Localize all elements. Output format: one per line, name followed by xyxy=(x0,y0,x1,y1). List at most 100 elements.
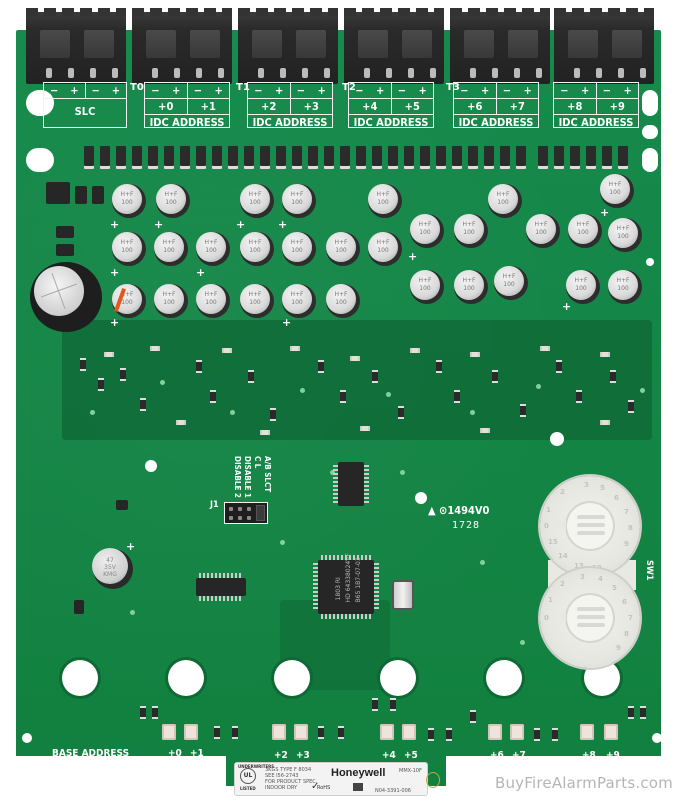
mounting-hole xyxy=(652,733,662,743)
cert-mark: ▲ ⊙1494V0 xyxy=(428,504,490,517)
idc-label-box-t0: −+ −+ +0+1 IDC ADDRESS xyxy=(144,82,230,129)
transistor xyxy=(116,500,128,510)
rotary-switch-tens[interactable]: 3 5 6 7 8 9 1 0 2 15 14 13 12 xyxy=(540,476,640,576)
jumper-label-disable-2: DISABLE 2 xyxy=(233,456,242,498)
light-pipe-hole xyxy=(62,660,98,696)
led-label-7: +7 xyxy=(512,750,526,761)
slc-label-box: −+ −+ SLC xyxy=(43,82,127,128)
soic-chip xyxy=(333,462,369,506)
terminal-block-t1[interactable] xyxy=(238,8,338,84)
ground-plane-zone xyxy=(62,320,652,440)
polarity-mark: + xyxy=(562,300,572,313)
polarity-mark: + xyxy=(110,218,120,231)
diode-smd xyxy=(56,226,74,238)
terminal-block-slc[interactable] xyxy=(26,8,126,84)
mounting-slot xyxy=(642,148,658,172)
polarity-mark: + xyxy=(126,540,136,553)
led-label-6: +6 xyxy=(490,750,504,761)
rotary-switch-ones[interactable]: 0 1 2 3 4 5 6 7 8 9 xyxy=(540,568,640,668)
crystal-oscillator xyxy=(392,580,414,610)
mounting-hole xyxy=(646,258,654,266)
led-label-0: +0 xyxy=(168,748,182,759)
mounting-hole xyxy=(22,733,32,743)
polarity-mark: + xyxy=(282,316,292,329)
jumper-shunt[interactable] xyxy=(256,505,265,521)
honeywell-logo: Honeywell xyxy=(331,767,386,779)
diode-smd xyxy=(56,244,74,256)
product-label-sticker: UNDERWRITERS UL LISTED 3KGS TYPE F 8034 … xyxy=(234,762,428,796)
mounting-slot xyxy=(26,148,54,172)
slc-label: SLC xyxy=(74,105,96,118)
idc-label-box-t1: −+ −+ +2+3 IDC ADDRESS xyxy=(247,82,333,129)
board-edge-notch-right xyxy=(446,756,661,786)
model-number: MMX-10F xyxy=(399,768,422,774)
board-edge-notch-left xyxy=(16,756,226,786)
polarity-mark: + xyxy=(278,218,288,231)
polarity-mark: + xyxy=(408,250,418,263)
transistor xyxy=(74,600,84,614)
mounting-slot xyxy=(642,90,658,116)
microcontroller-qfp: 1803 RI HD 64338024VF B65 1B7-07-03 xyxy=(313,553,379,619)
led-3 xyxy=(294,724,308,740)
ul-listed-icon: UL xyxy=(240,768,256,784)
mounting-slot xyxy=(642,125,658,139)
led-9 xyxy=(604,724,618,740)
jumper-label-ab-slct: A/B SLCT xyxy=(263,456,272,493)
idc-label-box-t4: −+ −+ +8+9 IDC ADDRESS xyxy=(553,82,639,129)
transistor xyxy=(75,186,87,204)
polarity-mark: + xyxy=(110,266,120,279)
polarity-mark: + xyxy=(236,218,246,231)
light-pipe-hole xyxy=(486,660,522,696)
led-7 xyxy=(510,724,524,740)
terminal-block-t4[interactable] xyxy=(554,8,654,84)
led-0 xyxy=(162,724,176,740)
polarity-mark: + xyxy=(110,316,120,329)
polarity-mark: + xyxy=(600,206,610,219)
terminal-block-t0[interactable] xyxy=(132,8,232,84)
factory-logo-icon xyxy=(353,783,363,791)
led-label-5: +5 xyxy=(404,750,418,761)
monitor-side-label: MONITOR xyxy=(659,618,670,667)
led-8 xyxy=(580,724,594,740)
terminal-block-t3[interactable] xyxy=(450,8,550,84)
led-label-1: +1 xyxy=(190,748,204,759)
led-label-4: +4 xyxy=(382,750,396,761)
led-label-3: +3 xyxy=(296,750,310,761)
led-label-9: +9 xyxy=(606,750,620,761)
terminal-block-t2[interactable] xyxy=(344,8,444,84)
idc-label-box-t3: −+ −+ +6+7 IDC ADDRESS xyxy=(453,82,539,129)
transistor xyxy=(92,186,104,204)
large-electrolytic-capacitor xyxy=(30,262,102,332)
wire-loop xyxy=(426,772,440,788)
date-code: 1728 xyxy=(452,520,481,531)
base-address-bottom-label: BASE ADDRESS xyxy=(52,748,130,759)
part-number: N04-3391-006 xyxy=(375,788,411,794)
mounting-slot xyxy=(26,90,54,116)
jumper-header-j1[interactable] xyxy=(224,502,268,524)
